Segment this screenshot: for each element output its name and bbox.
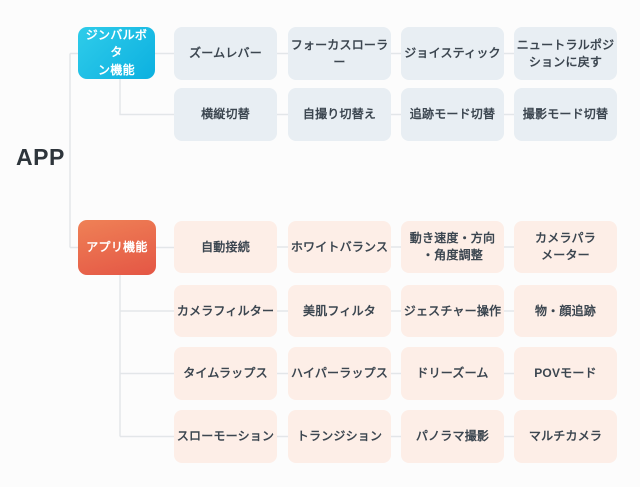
feature-node: ニュートラルポジ ションに戻す: [514, 27, 617, 80]
feature-node: POVモード: [514, 347, 617, 400]
feature-node: 物・顔追跡: [514, 285, 617, 337]
feature-node: ハイパーラップス: [288, 347, 391, 400]
feature-node: カメラパラ メーター: [514, 221, 617, 273]
feature-node: 美肌フィルタ: [288, 285, 391, 337]
feature-node: ホワイトバランス: [288, 221, 391, 273]
feature-node: 撮影モード切替: [514, 88, 617, 141]
feature-node: スローモーション: [174, 410, 277, 463]
feature-node: 動き速度・方向 ・角度調整: [401, 221, 504, 273]
feature-node: ズームレバー: [174, 27, 277, 80]
feature-node: ジェスチャー操作: [401, 285, 504, 337]
feature-node: 自撮り切替え: [288, 88, 391, 141]
branch-node-app-features: アプリ機能: [78, 220, 156, 275]
feature-node: カメラフィルター: [174, 285, 277, 337]
root-node-app: APP: [16, 144, 65, 170]
feature-node: マルチカメラ: [514, 410, 617, 463]
feature-node: 追跡モード切替: [401, 88, 504, 141]
feature-node: ジョイスティック: [401, 27, 504, 80]
feature-node: ドリーズーム: [401, 347, 504, 400]
feature-node: 横縦切替: [174, 88, 277, 141]
feature-node: 自動接続: [174, 221, 277, 273]
branch-node-gimbal-button-features: ジンバルボタ ン機能: [78, 27, 155, 79]
feature-node: トランジション: [288, 410, 391, 463]
feature-node: パノラマ撮影: [401, 410, 504, 463]
feature-node: フォーカスローラー: [288, 27, 391, 80]
feature-node: タイムラップス: [174, 347, 277, 400]
